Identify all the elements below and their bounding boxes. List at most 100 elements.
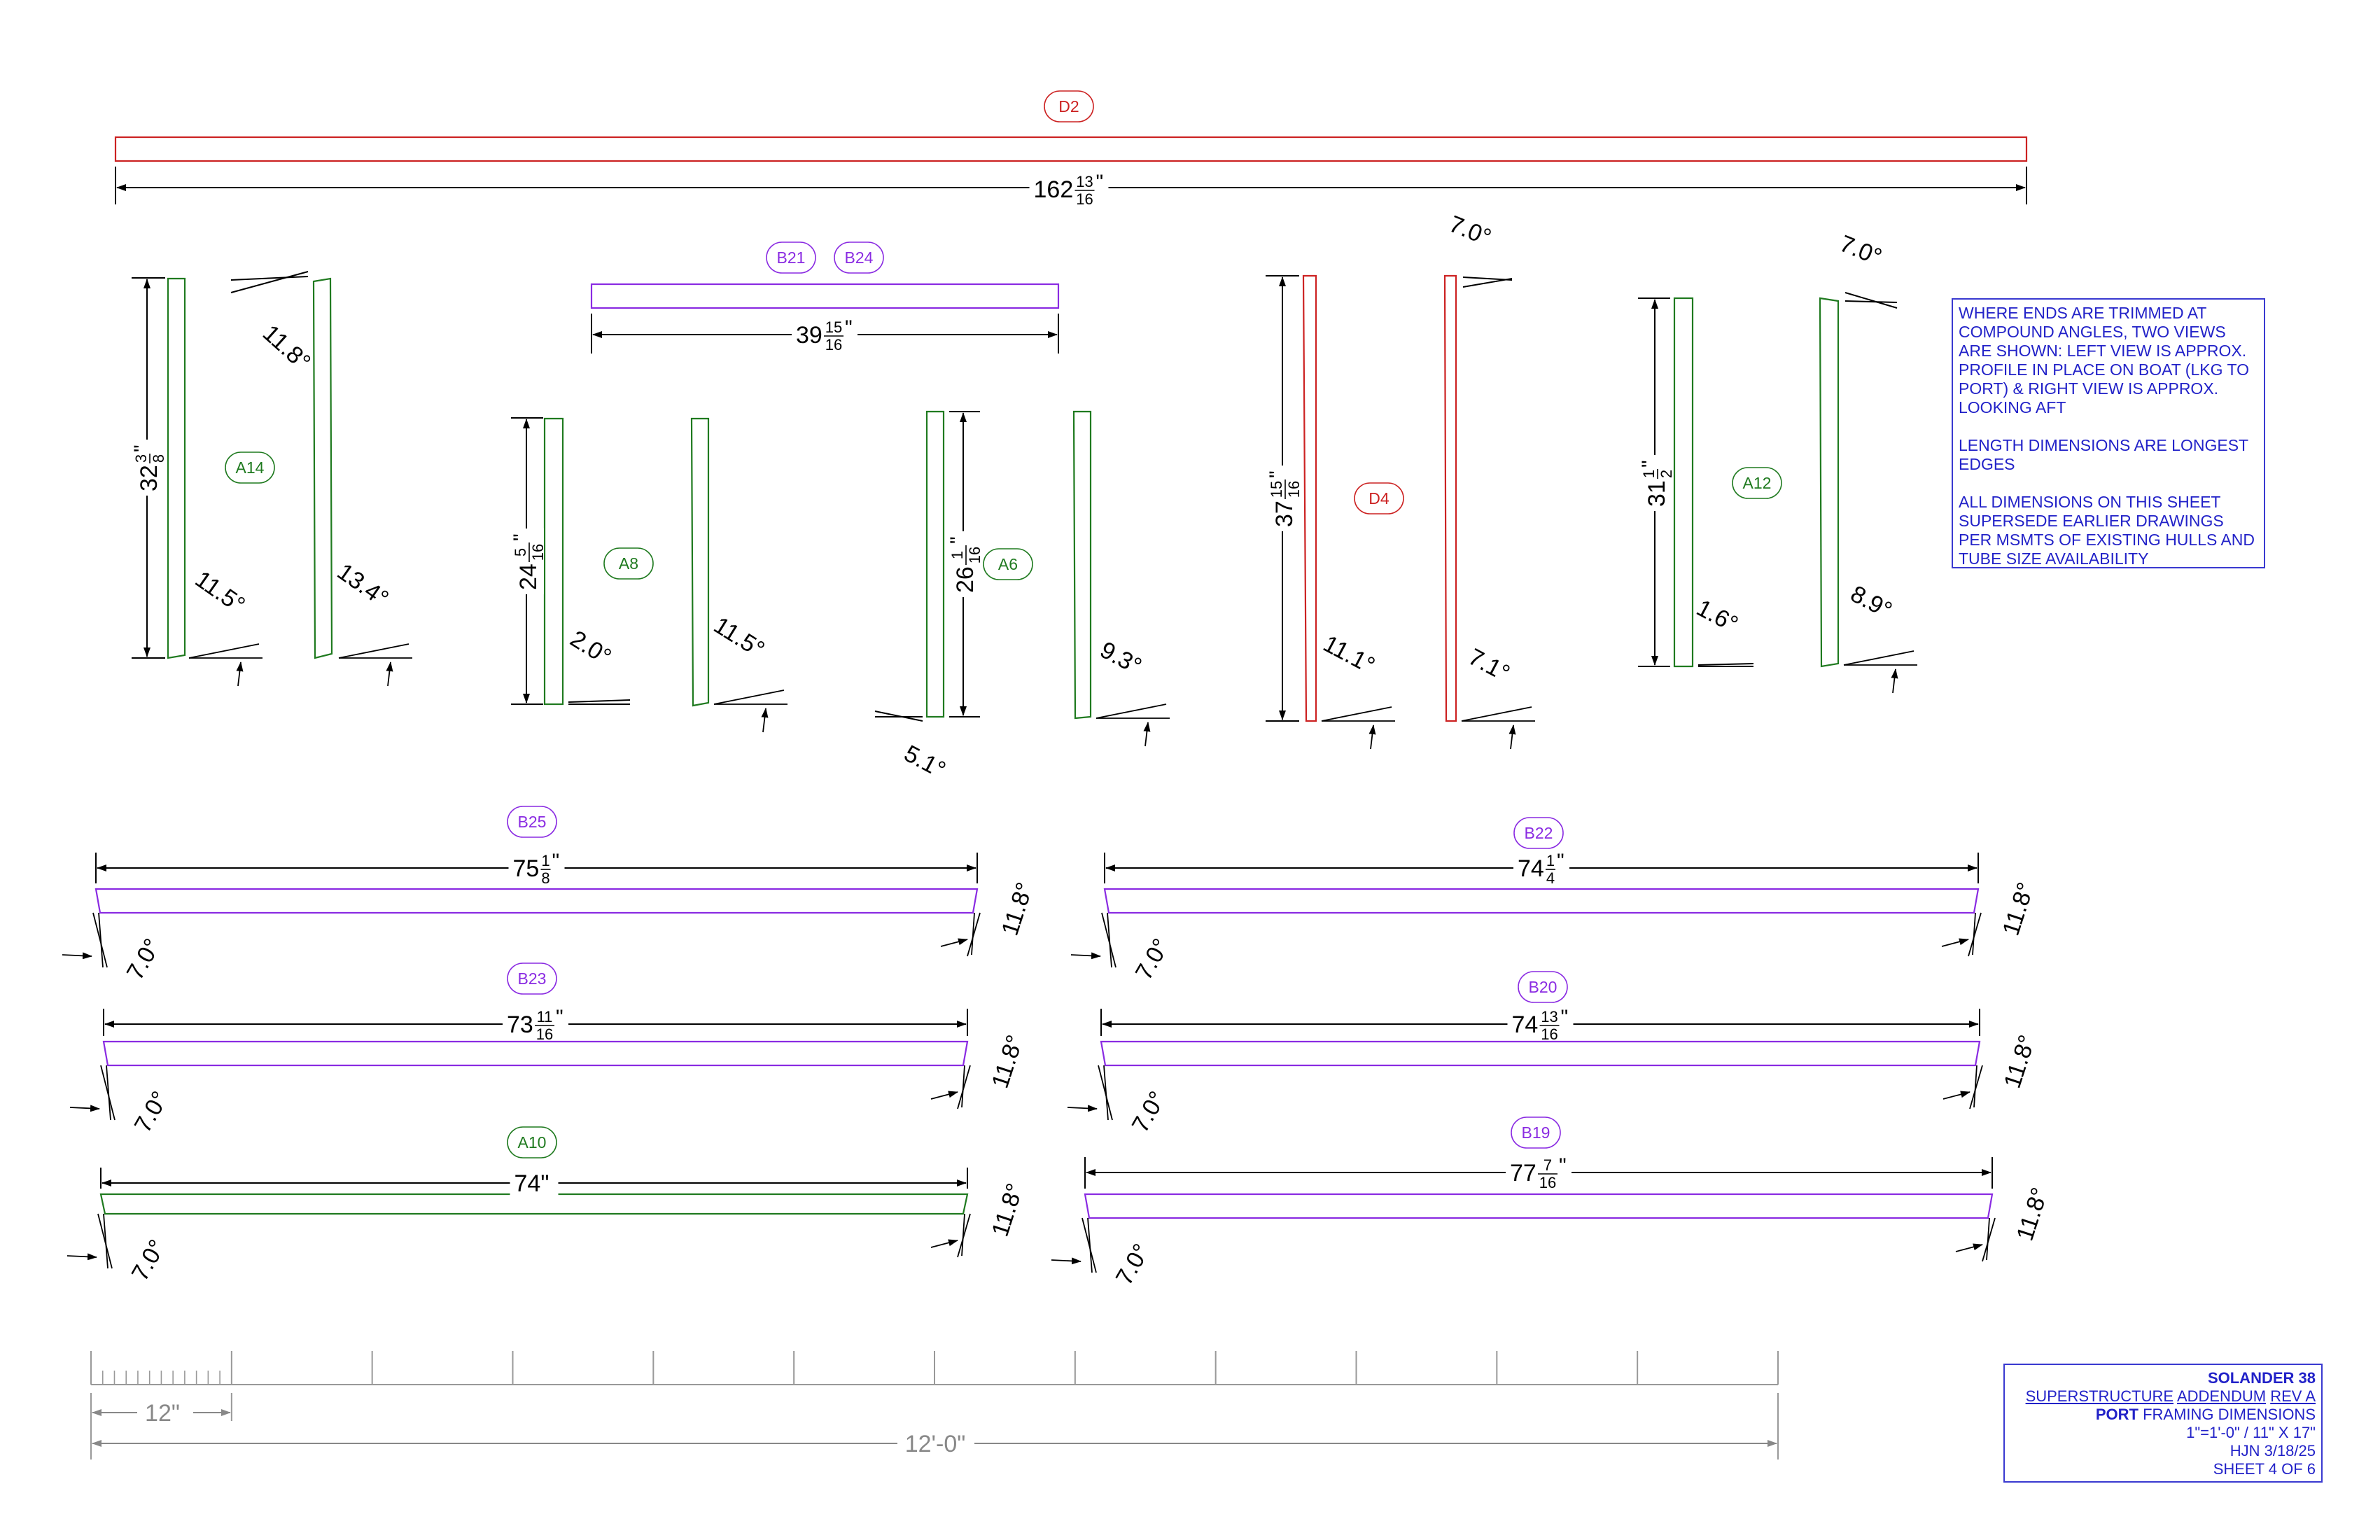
part-b25	[94, 888, 979, 914]
d4-top-tilt	[1462, 278, 1513, 288]
angle-b19-r: 11.8°	[2012, 1184, 2054, 1244]
angle-a10-r-arrow	[930, 1239, 958, 1248]
dim-a14-bg	[132, 440, 164, 496]
dim-a12-bg	[1640, 455, 1672, 511]
dim-d4-unit: "	[1266, 470, 1289, 478]
dim-a14-den: 8	[150, 454, 167, 463]
a12-top-ref	[1844, 300, 1898, 303]
angle-b23-r-tilt	[957, 1065, 971, 1110]
dim-b21-whole: 39	[796, 322, 822, 349]
scale-small-bg	[137, 1397, 193, 1425]
tag-a10-outline	[507, 1126, 557, 1158]
tag-b25: B25	[507, 806, 557, 838]
dim-a12-den: 2	[1658, 470, 1675, 478]
dim-a6-den: 16	[966, 547, 983, 564]
angle-b23-r-arrow	[930, 1091, 958, 1100]
angle-b19-r-arrow	[1955, 1243, 1983, 1252]
angle-a10-r: 11.8°	[987, 1180, 1029, 1240]
tag-d4-outline	[1354, 482, 1404, 514]
dim-a8-den: 16	[529, 544, 547, 561]
dim-a14-unit: "	[130, 444, 153, 452]
d4-bot-mark-tilt	[1321, 706, 1392, 722]
tag-b22-outline	[1513, 817, 1564, 849]
note-length-dimensions: LENGTH DIMENSIONS ARE LONGEST EDGES	[1959, 436, 2248, 473]
tag-b21: B21	[766, 241, 816, 274]
dim-d2-bg	[1029, 173, 1109, 205]
tag-b23-label: B23	[518, 969, 547, 988]
angle-b23-r-edge	[961, 1065, 965, 1108]
dim-d4-num: 15	[1268, 481, 1285, 498]
dim-b20-den: 16	[1541, 1026, 1558, 1043]
dim-b25-num: 1	[541, 852, 550, 869]
tag-a6-outline	[983, 548, 1033, 580]
tag-b21-label: B21	[777, 248, 806, 267]
dim-b25-whole: 75	[513, 855, 540, 882]
dim-b21-den: 16	[825, 336, 842, 354]
dim-b22-den: 4	[1546, 869, 1555, 887]
angle-d4-top: 7.0°	[1446, 211, 1495, 251]
dim-b25-bg	[508, 852, 565, 884]
angle-b25-r: 11.8°	[997, 879, 1039, 939]
angle-a14-bot-r: 13.4°	[332, 559, 393, 612]
angle-b22-l-tilt	[1101, 912, 1116, 968]
tag-a12-label: A12	[1743, 474, 1772, 492]
dim-a12-unit: "	[1638, 460, 1661, 468]
a14-bot-mark-tilt	[188, 643, 260, 659]
dim-d4-den: 16	[1285, 481, 1303, 498]
tag-a14: A14	[225, 451, 275, 484]
dim-d2-whole: 162	[1034, 176, 1074, 203]
angle-a10-r-tilt	[957, 1213, 971, 1258]
dim-a8-bg	[512, 528, 544, 594]
a14-bot-r-mark-tilt	[338, 643, 410, 659]
a12-top-tilt	[1844, 292, 1898, 309]
tag-d4-label: D4	[1368, 489, 1390, 507]
angle-b25-l: 7.0°	[122, 934, 166, 985]
angle-a12-bot-r: 8.9°	[1846, 580, 1896, 624]
angle-b22-l-arrow	[1070, 952, 1101, 960]
angle-b19-r-edge	[1986, 1217, 1990, 1261]
dim-a12-whole: 31	[1644, 480, 1670, 507]
angle-b19-l-tilt	[1082, 1217, 1097, 1273]
part-b19	[1084, 1193, 1994, 1219]
angle-b20-l-tilt	[1098, 1065, 1113, 1121]
tag-b23: B23	[507, 962, 557, 995]
part-a8-right	[690, 417, 710, 707]
dim-b20-bg	[1507, 1008, 1574, 1040]
tag-b24: B24	[834, 241, 884, 274]
tag-d4: D4	[1354, 482, 1404, 514]
dim-a12-num: 1	[1640, 470, 1658, 478]
angle-a10-l-tilt	[97, 1213, 113, 1269]
dim-b19-unit: "	[1559, 1154, 1567, 1177]
dim-b19-num: 7	[1544, 1156, 1552, 1174]
a14-bot-mark-arrow	[236, 662, 244, 687]
a8-bot-r-mark-tilt	[713, 690, 785, 705]
angle-b22-r-edge	[1972, 912, 1976, 955]
angle-a8-bot: 2.0°	[566, 625, 616, 670]
a12-bot-r-mark-tilt	[1843, 650, 1914, 666]
dim-a6-num: 1	[948, 551, 966, 559]
angle-d4-bot-r: 7.1°	[1464, 643, 1514, 687]
angle-b23-l: 7.0°	[130, 1087, 174, 1138]
a8-bot-r-mark-arrow	[761, 708, 769, 733]
angle-b23-l-arrow	[69, 1105, 100, 1112]
dim-b19-den: 16	[1539, 1174, 1556, 1191]
dim-b22-bg	[1513, 852, 1569, 884]
angle-b22-l-edge	[1107, 912, 1112, 968]
angle-b19-l-arrow	[1051, 1257, 1082, 1265]
part-b22	[1103, 888, 1980, 914]
part-a8-left	[543, 417, 564, 706]
dim-b22-whole: 74	[1518, 855, 1544, 882]
angle-b25-l-tilt	[92, 912, 108, 968]
part-a12-left	[1673, 297, 1694, 668]
tag-a14-label: A14	[236, 458, 265, 477]
dim-b23-whole: 73	[507, 1011, 533, 1038]
dim-b25-den: 8	[541, 869, 550, 887]
angle-b22-r-arrow	[1941, 938, 1969, 947]
angle-b20-r: 11.8°	[1999, 1032, 2041, 1091]
